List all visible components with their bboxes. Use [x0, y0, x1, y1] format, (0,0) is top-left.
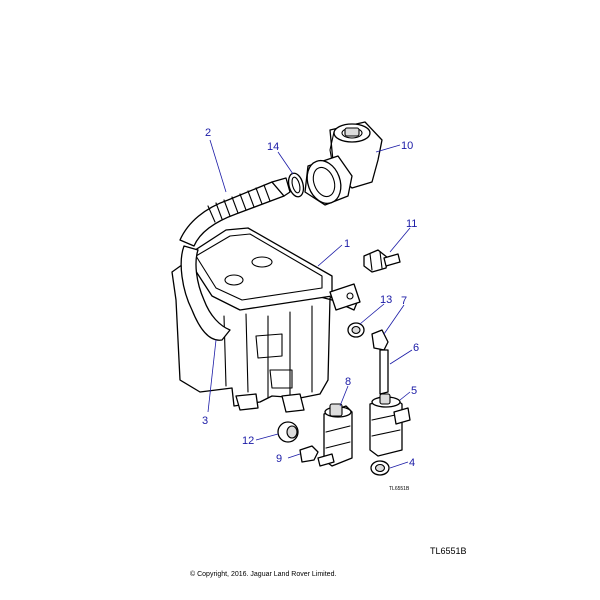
callout-7: 7	[401, 295, 407, 307]
callout-9: 9	[276, 453, 282, 465]
grommet-12-part	[277, 421, 299, 443]
fitting-9-part	[299, 445, 335, 467]
washer-pump-5-part	[369, 393, 411, 457]
callouts: 1 2 3 4 5 6 7 8 9 10 11 12 13 14	[202, 127, 419, 469]
o-ring-part	[287, 172, 305, 198]
callout-10: 10	[401, 140, 413, 152]
callout-4: 4	[409, 457, 415, 469]
grommet-4-part	[370, 460, 390, 476]
copyright-text: © Copyright, 2016. Jaguar Land Rover Lim…	[190, 570, 336, 578]
diagram-ref-large: TL6551B	[430, 546, 467, 556]
callout-14: 14	[267, 141, 279, 153]
leader-6	[389, 349, 413, 365]
leader-7	[383, 304, 405, 335]
callout-11: 11	[406, 218, 417, 230]
bolt-part	[363, 249, 401, 273]
callout-3: 3	[202, 415, 208, 427]
reservoir-tank-part	[171, 227, 361, 413]
leader-3	[207, 339, 217, 413]
hose-part	[379, 349, 389, 395]
leader-2	[209, 139, 227, 193]
leader-8	[339, 385, 349, 407]
callout-2: 2	[205, 127, 211, 139]
callout-12: 12	[242, 435, 254, 447]
leader-12	[255, 433, 279, 441]
callout-6: 6	[413, 342, 419, 354]
elbow-connector-part	[371, 329, 389, 351]
callout-5: 5	[411, 385, 417, 397]
leader-1	[317, 244, 343, 267]
filler-neck-part	[304, 121, 383, 206]
callout-8: 8	[345, 376, 351, 388]
callout-13: 13	[380, 294, 392, 306]
leader-14	[277, 151, 294, 175]
leader-lines	[207, 139, 413, 469]
leader-5	[399, 391, 411, 401]
leader-13	[359, 303, 385, 325]
leader-9	[287, 453, 301, 459]
grommet-13-part	[347, 322, 365, 338]
leader-4	[389, 461, 409, 469]
leader-10	[375, 144, 401, 153]
washer-pump-8-part	[323, 403, 353, 467]
leader-11	[389, 227, 411, 253]
filler-hose-part	[179, 177, 291, 247]
callout-1: 1	[344, 238, 350, 250]
diagram-ref-small: TL6551B	[389, 486, 410, 492]
side-tube-part	[180, 245, 231, 341]
